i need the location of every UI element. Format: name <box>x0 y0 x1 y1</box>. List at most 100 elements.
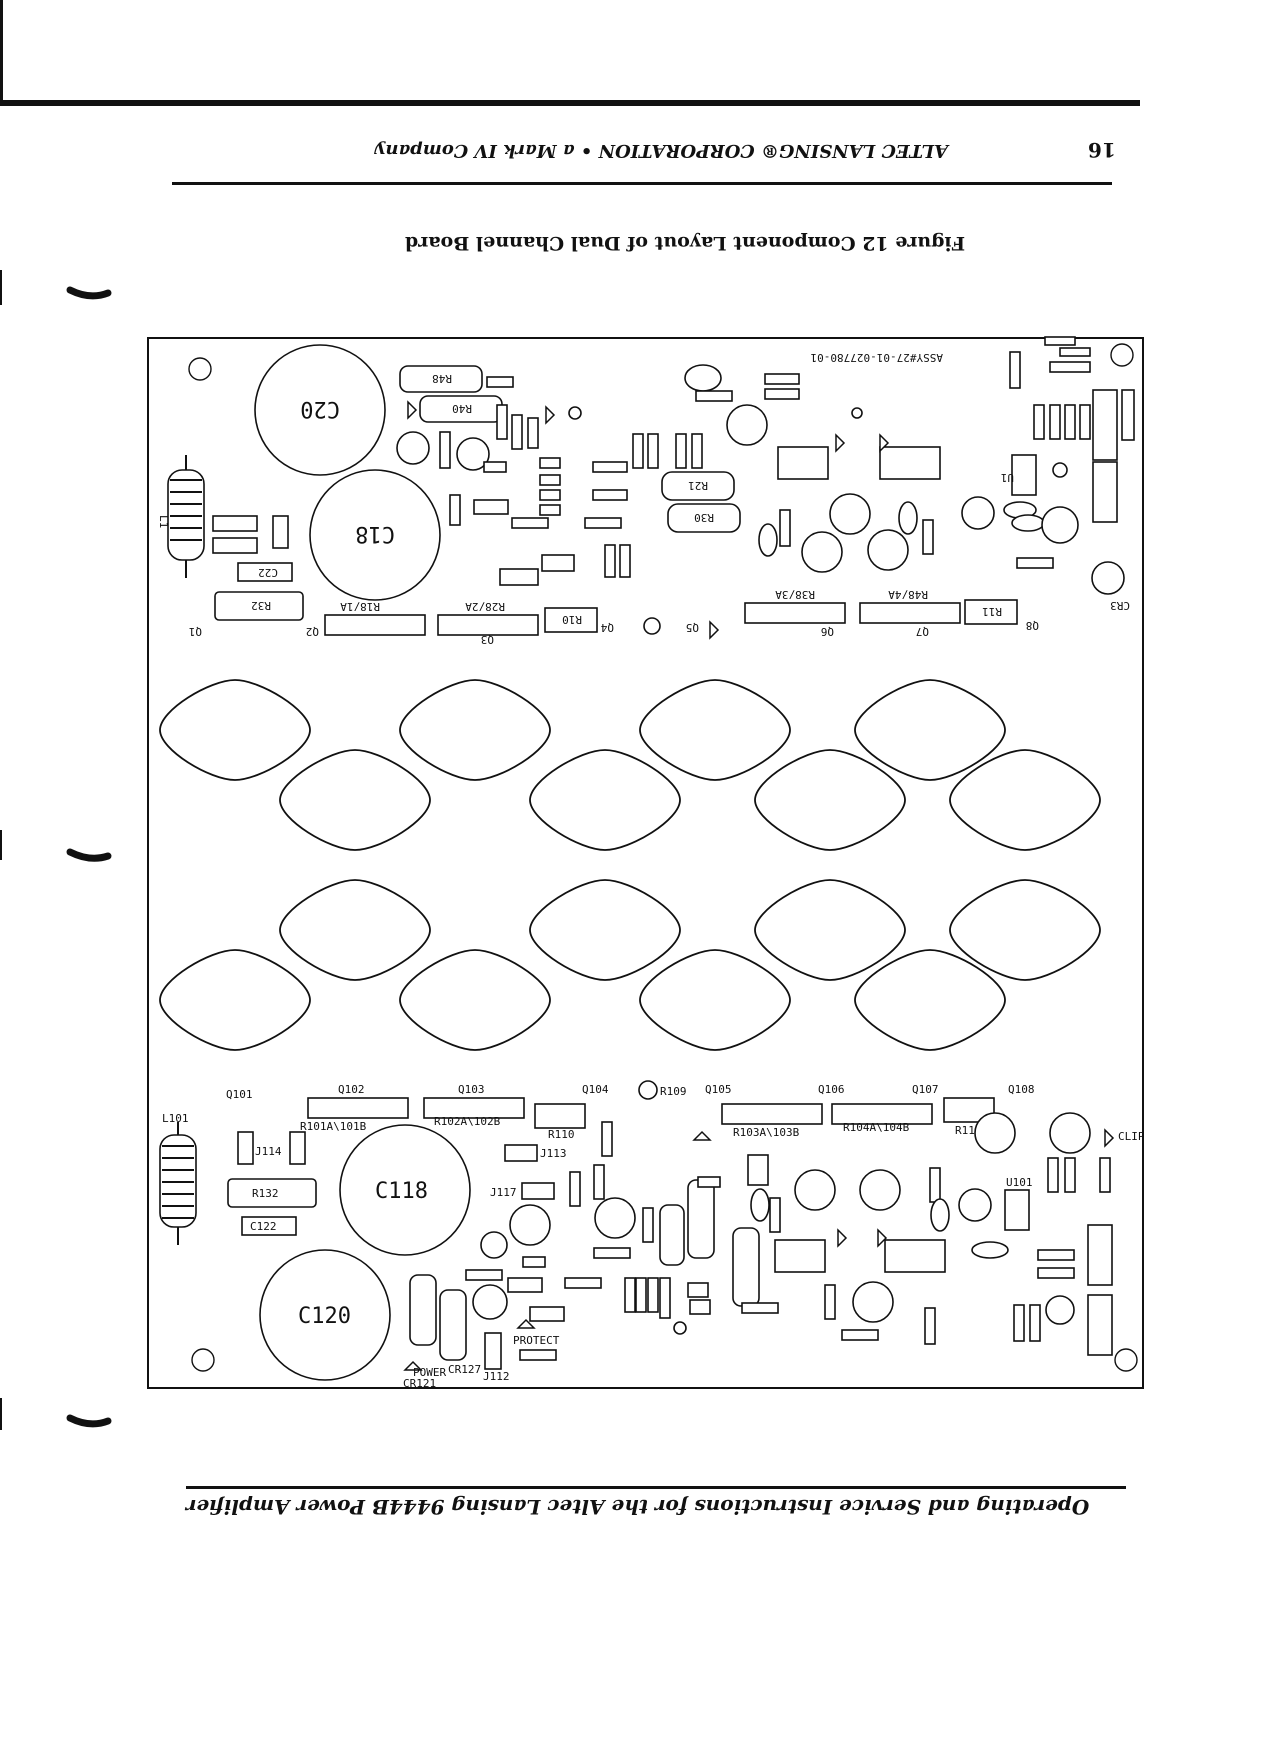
svg-text:R103A\103B: R103A\103B <box>733 1126 800 1139</box>
board-outline <box>147 337 1144 1389</box>
part-Q117 <box>884 1239 946 1273</box>
res-R122 <box>841 1329 879 1341</box>
res-R148 <box>409 1274 437 1346</box>
pot-R124 <box>859 1169 901 1211</box>
cap-C112 <box>750 1188 770 1222</box>
svg-text:R11: R11 <box>982 605 1002 618</box>
cap-C107 <box>958 1188 992 1222</box>
svg-text:CR3: CR3 <box>1110 599 1130 612</box>
part-Q20 <box>473 499 509 515</box>
footer-text: Operating and Service Instructions for t… <box>186 1495 1090 1519</box>
svg-text:R38/3A: R38/3A <box>775 588 815 601</box>
jumper-J112 <box>484 1332 502 1370</box>
svg-text:U101: U101 <box>1006 1176 1033 1189</box>
cap-C4 <box>1011 514 1045 532</box>
svg-text:R109: R109 <box>660 1085 687 1098</box>
svg-text:Q108: Q108 <box>1008 1083 1035 1096</box>
heatsink-row-2 <box>279 749 1101 851</box>
pot-R26 <box>829 493 871 535</box>
cap-C18 <box>309 469 441 601</box>
res-R46 <box>619 544 631 578</box>
res-R145 <box>593 1164 605 1200</box>
cap-C2 <box>1049 361 1091 373</box>
res-R137 <box>642 1207 654 1243</box>
res-R130 <box>732 1227 760 1307</box>
cap-CR1 <box>396 431 430 465</box>
svg-text:R40: R40 <box>452 402 472 415</box>
cap-C3 <box>1052 462 1068 478</box>
label-C18: C18 <box>355 521 395 546</box>
res-R34 <box>647 433 659 469</box>
diode-CR24 <box>539 457 561 469</box>
mount-hole-tr <box>1110 343 1134 367</box>
pot-R122b <box>852 1281 894 1323</box>
ic-U1 <box>1011 454 1037 496</box>
pot-R24 <box>867 529 909 571</box>
mount-hole-tl <box>188 357 212 381</box>
header-underline <box>172 182 1112 185</box>
pot-R139 <box>594 1197 636 1239</box>
res-R110 <box>534 1103 586 1129</box>
res-R127 <box>769 1197 781 1233</box>
svg-text:PROTECT: PROTECT <box>513 1334 560 1347</box>
jumper-J113 <box>504 1144 538 1162</box>
res-R16 <box>1049 404 1061 440</box>
ic-U101 <box>1004 1189 1030 1231</box>
jumper-J16 <box>212 537 258 554</box>
svg-text:Q104: Q104 <box>582 1083 609 1096</box>
diode-CR28 <box>483 461 507 473</box>
svg-text:J112: J112 <box>483 1370 510 1383</box>
res-R119 <box>1037 1267 1075 1279</box>
svg-text:Q1: Q1 <box>189 625 202 638</box>
res-R18 <box>1033 404 1045 440</box>
part-J11 <box>1092 461 1118 523</box>
svg-text:CR121: CR121 <box>403 1377 436 1390</box>
svg-text:Q107: Q107 <box>912 1083 939 1096</box>
jumper-J117 <box>521 1182 555 1200</box>
svg-text:R102A\102B: R102A\102B <box>434 1115 501 1128</box>
part-R18v <box>511 414 523 450</box>
cap-C122 <box>241 1216 297 1236</box>
res-R28v <box>922 519 934 555</box>
svg-text:Q102: Q102 <box>338 1083 365 1096</box>
heatsink-row-3 <box>279 879 1101 981</box>
res-R38 <box>691 433 703 469</box>
res-C1 <box>1064 404 1076 440</box>
res-R134 <box>635 1277 647 1313</box>
svg-text:R28/2A: R28/2A <box>465 600 505 613</box>
cap-C25 <box>456 437 490 471</box>
res-R50 <box>592 461 628 473</box>
part-Q18 <box>777 446 829 480</box>
mount-hole-br <box>1114 1348 1138 1372</box>
binder-marks <box>0 270 112 1430</box>
svg-text:J114: J114 <box>255 1145 282 1158</box>
res-R49 <box>592 489 628 501</box>
cap-C13 <box>898 501 918 535</box>
svg-text:Q106: Q106 <box>818 1083 845 1096</box>
part-CR126 <box>689 1299 711 1315</box>
res-C124b <box>659 1277 671 1319</box>
res-R47 <box>439 431 451 469</box>
part-Q119 <box>507 1277 543 1293</box>
res-R37 <box>675 433 687 469</box>
svg-text:Q105: Q105 <box>705 1083 732 1096</box>
pot-R123 <box>794 1169 836 1211</box>
res-R102A-102B <box>423 1097 525 1119</box>
jumper-J14 <box>212 515 258 532</box>
cap-C106 <box>974 1112 1016 1154</box>
footer-rule <box>186 1486 1126 1489</box>
res-R13 <box>1121 389 1135 441</box>
svg-text:R132: R132 <box>252 1187 279 1200</box>
svg-text:Q7: Q7 <box>916 625 929 638</box>
cap-C18s <box>801 531 843 573</box>
svg-text:R48/4A: R48/4A <box>888 588 928 601</box>
res-R104A-104B <box>831 1103 933 1125</box>
label-C20: C20 <box>300 396 340 421</box>
svg-text:Q4: Q4 <box>600 621 614 634</box>
res-R128 <box>924 1307 936 1345</box>
res-R136 <box>647 1277 659 1313</box>
svg-text:CLIP: CLIP <box>1118 1130 1145 1143</box>
cap-C103 <box>1049 1112 1091 1154</box>
res-R20 <box>1016 557 1054 569</box>
